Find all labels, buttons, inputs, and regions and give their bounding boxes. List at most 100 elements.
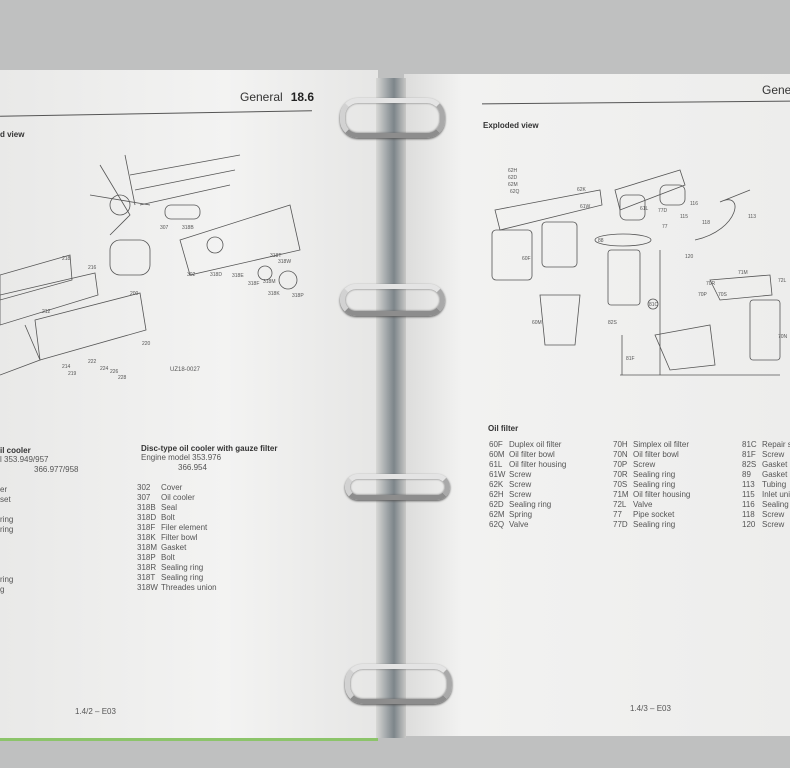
drawing-label: 228 xyxy=(118,375,127,381)
part-name: Screw xyxy=(509,480,532,489)
part-code: 62D xyxy=(489,500,504,509)
drawing-label: 302 xyxy=(187,272,196,278)
part-name: Duplex oil filter xyxy=(509,440,562,449)
oil-filter-exploded-drawing: 62H 62D 62M 62Q 62K 61W 60F 60M 61L 77D … xyxy=(491,168,788,376)
oil-filter-title: Oil filter xyxy=(488,424,519,433)
part-code: 70S xyxy=(613,480,628,489)
part-name: Screw xyxy=(509,490,532,499)
drawing-label: 61W xyxy=(580,204,591,210)
part-code: 62M xyxy=(489,510,505,519)
header-section: General xyxy=(240,90,283,104)
part-row: 70P Screw xyxy=(613,460,690,470)
model-line: 366.954 xyxy=(178,463,207,472)
drawing-label: 218 xyxy=(62,256,71,262)
model-line: l 353.949/957 xyxy=(0,455,49,464)
part-code: 81C xyxy=(742,440,757,449)
drawing-label: 200 xyxy=(130,291,139,297)
binder-spine xyxy=(376,78,406,738)
part-code: 118 xyxy=(742,510,755,519)
part-code: 307 xyxy=(137,493,151,502)
part-code: 62Q xyxy=(489,520,505,529)
drawing-label: 77 xyxy=(662,224,668,230)
binder-ring xyxy=(345,664,452,704)
part-name: Inlet uni xyxy=(762,490,790,499)
part-row xyxy=(0,545,79,555)
part-name: Gasket xyxy=(161,543,187,552)
drawing-label: 62K xyxy=(577,187,587,193)
part-name: Screw xyxy=(633,460,656,469)
part-code: 77 xyxy=(613,510,622,519)
drawing-label: 62Q xyxy=(510,189,520,195)
part-code: 318D xyxy=(137,513,157,522)
drawing-label: 318B xyxy=(182,225,194,231)
part-row: 118 Screw xyxy=(742,510,790,520)
part-code: 318M xyxy=(137,543,158,552)
col2-title: Disc-type oil cooler with gauze filter xyxy=(141,444,278,453)
drawing-label: 115 xyxy=(680,214,688,220)
part-name: Screw xyxy=(762,510,785,519)
part-row: 62D Sealing ring xyxy=(489,500,566,510)
part-name: Threades union xyxy=(161,583,217,592)
part-name: Sealing ring xyxy=(161,573,204,582)
part-code: 318T xyxy=(137,573,156,582)
drawing-label: 118 xyxy=(702,220,710,226)
model-line: 353.976 xyxy=(192,453,222,462)
drawing-label: 72L xyxy=(778,278,787,284)
drawing-label: 318M xyxy=(263,279,276,285)
drawing-label: 61L xyxy=(640,206,649,212)
part-code: 113 xyxy=(742,480,755,489)
model-label: Engine model xyxy=(141,453,190,462)
part-row: ring xyxy=(0,525,14,534)
part-code: 61W xyxy=(489,470,506,479)
part-name: Bolt xyxy=(161,513,175,522)
drawing-label: 307 xyxy=(160,225,169,231)
drawing-label: 70R xyxy=(706,281,716,287)
part-row: ring xyxy=(0,575,14,584)
part-code: 318P xyxy=(137,553,156,562)
drawing-label: 216 xyxy=(88,265,97,271)
part-name: Sealing ring xyxy=(509,500,552,509)
part-row: er xyxy=(0,485,8,494)
part-name: Filer element xyxy=(161,523,208,532)
drawing-label: 113 xyxy=(748,214,756,220)
part-row: 115 Inlet uni xyxy=(742,490,790,500)
drawing-label: 318K xyxy=(268,291,280,297)
drawing-label: 226 xyxy=(110,369,119,375)
part-code: 70P xyxy=(613,460,628,469)
drawing-label: 219 xyxy=(68,371,77,377)
part-name: Sealing ring xyxy=(633,520,676,529)
drawing-label: 81F xyxy=(626,356,635,362)
part-code: 115 xyxy=(742,490,755,499)
part-name: Repair se xyxy=(762,440,790,449)
part-name: Sealing xyxy=(762,500,789,509)
right-page xyxy=(404,74,790,736)
part-name: Gasket xyxy=(762,460,788,469)
drawing-label: 318W xyxy=(278,259,291,265)
part-code: 318R xyxy=(137,563,157,572)
drawing-label: 62H xyxy=(508,168,518,174)
drawing-label: 220 xyxy=(142,341,151,347)
col1-title: il cooler xyxy=(0,446,31,455)
drawing-code: UZ18-0027 xyxy=(170,367,201,373)
